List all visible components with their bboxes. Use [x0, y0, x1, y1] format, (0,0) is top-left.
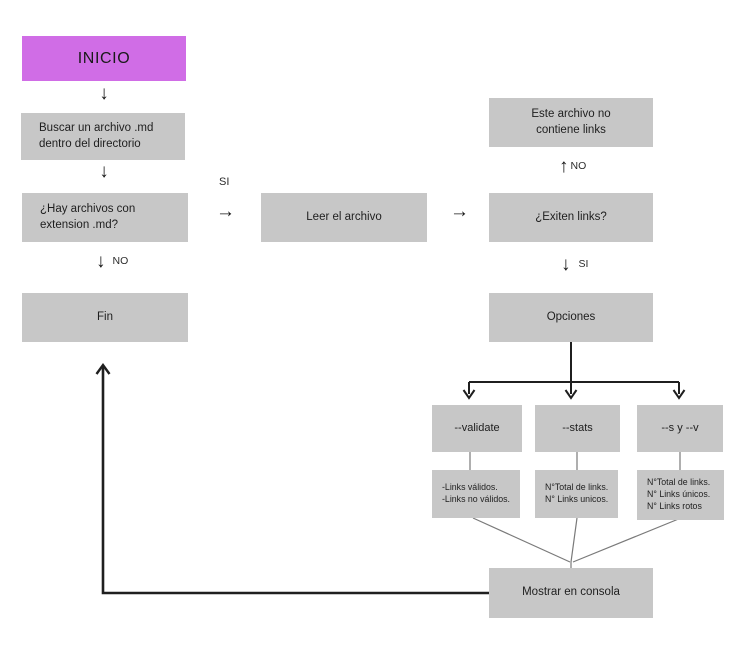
edge-hay-leer: →	[216, 202, 235, 221]
edge-leer-exiten: →	[450, 202, 469, 221]
node-leer-archivo: Leer el archivo	[261, 193, 427, 242]
edge-label-no: NO	[570, 160, 587, 173]
converge-connectors	[472, 517, 682, 568]
edge-label-si: SI	[219, 176, 230, 188]
option-detail-connectors	[469, 452, 681, 470]
arrow-down-icon: ↓	[96, 251, 106, 272]
node-no-contiene-links: Este archivo no contiene links	[489, 98, 653, 147]
arrow-down-icon: ↓	[99, 161, 109, 182]
edge-label-si: SI	[578, 258, 589, 271]
node-option-s-y-v: --s y --v	[637, 405, 723, 452]
edge-exiten-opciones-si: ↓ SI	[561, 255, 588, 274]
node-stats-detail: N°Total de links. N° Links unicos.	[535, 470, 618, 518]
node-buscar-archivo: Buscar un archivo .md dentro del directo…	[21, 113, 185, 160]
edge-buscar-hay: ↓	[95, 162, 113, 181]
node-validate-detail: -Links válidos. -Links no válidos.	[432, 470, 520, 518]
branch-connector	[468, 342, 680, 394]
edge-exiten-este-no: ↑ NO	[559, 157, 586, 176]
node-option-stats: --stats	[535, 405, 620, 452]
edge-label-no: NO	[112, 255, 129, 268]
edge-hay-fin-no: ↓ NO	[96, 252, 128, 271]
arrow-right-icon: →	[450, 201, 469, 222]
branch-arrowhead-left-icon	[462, 389, 476, 400]
branch-arrowhead-middle-icon	[564, 389, 578, 400]
node-option-validate: --validate	[432, 405, 522, 452]
feedback-connector	[101, 366, 489, 595]
arrow-right-icon: →	[216, 201, 235, 222]
node-mostrar-consola: Mostrar en consola	[489, 568, 653, 618]
node-existen-links: ¿Exiten links?	[489, 193, 653, 242]
arrow-down-icon: ↓	[561, 254, 571, 275]
arrow-up-icon: ↑	[559, 156, 569, 177]
node-inicio: INICIO	[22, 36, 186, 81]
node-opciones: Opciones	[489, 293, 653, 342]
node-fin: Fin	[22, 293, 188, 342]
node-s-y-v-detail: N°Total de links. N° Links únicos. N° Li…	[637, 470, 724, 520]
node-hay-archivos: ¿Hay archivos con extension .md?	[22, 193, 188, 242]
edge-inicio-buscar: ↓	[95, 84, 113, 103]
feedback-arrowhead-icon	[95, 362, 111, 375]
branch-arrowhead-right-icon	[672, 389, 686, 400]
arrow-down-icon: ↓	[99, 83, 109, 104]
edge-label-si-branch: SI	[219, 177, 229, 188]
